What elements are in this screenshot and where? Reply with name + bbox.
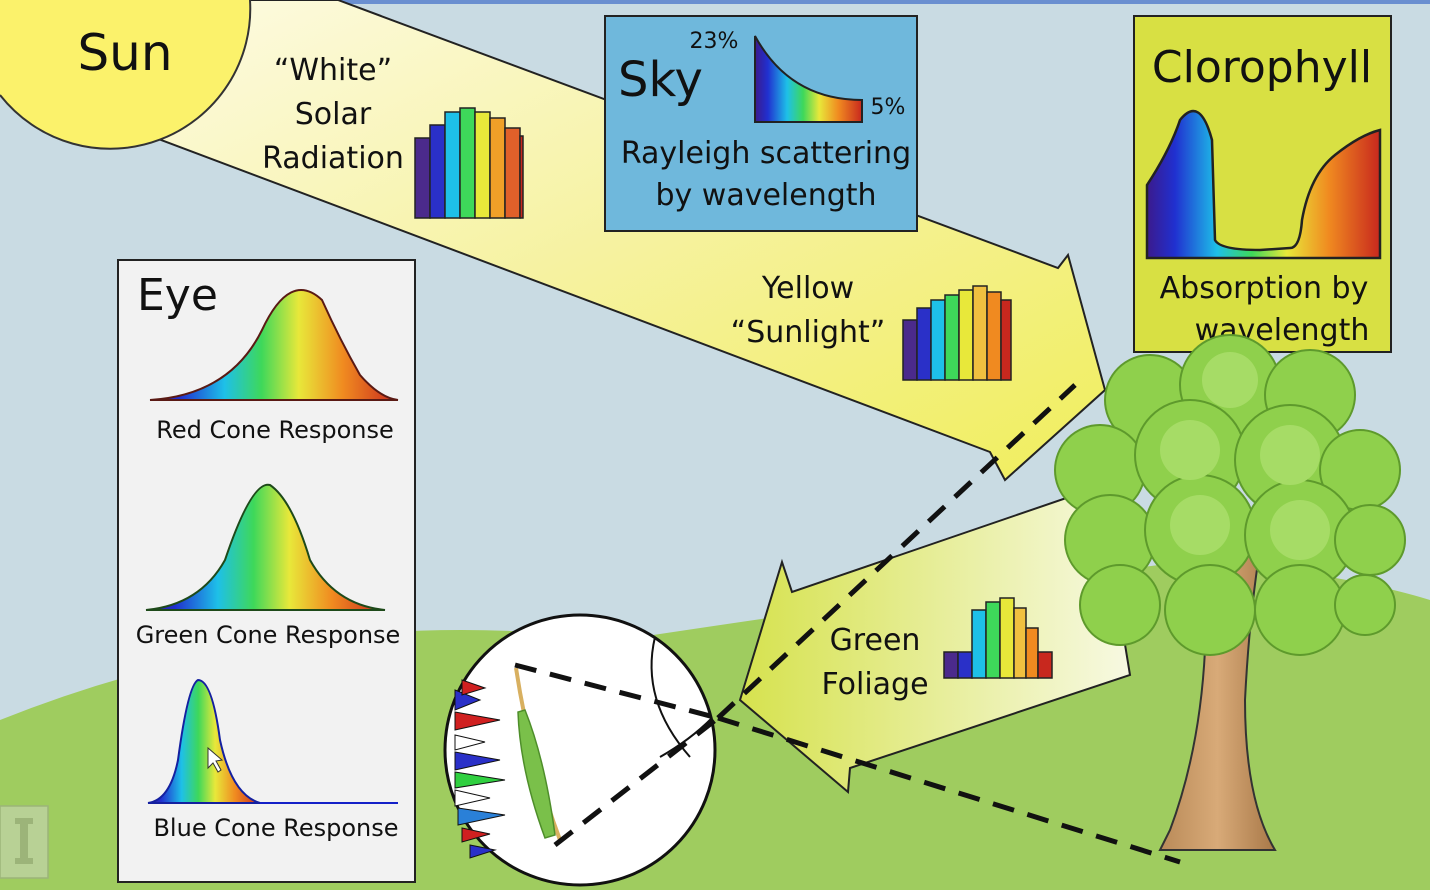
spectrum-bar xyxy=(489,117,506,219)
sunlight-line2: “Sunlight” xyxy=(731,315,886,350)
spectrum-bar xyxy=(429,124,446,219)
retina-cones xyxy=(454,679,506,859)
sun-disc xyxy=(0,0,251,149)
white-light-line2: Solar xyxy=(295,97,372,132)
spectrum-bar xyxy=(902,319,918,381)
white-light-line1: “White” xyxy=(274,53,392,88)
eye-panel-title: Eye xyxy=(137,270,218,321)
sky-caption-line1: Rayleigh scattering xyxy=(621,136,911,171)
spectrum-bar xyxy=(444,111,461,219)
spectrum-bar xyxy=(985,601,1001,679)
sky-caption-line2: by wavelength xyxy=(655,178,876,213)
spectrum-bar xyxy=(1013,607,1027,679)
spectrum-bar xyxy=(944,294,960,381)
spectrum-bar xyxy=(1037,651,1053,679)
sky-pct-low: 5% xyxy=(871,95,906,120)
watermark-logo-icon xyxy=(0,805,49,879)
foliage-line1: Green xyxy=(830,623,921,658)
eye-panel: Eye Red Cone Response Green Cone Respons… xyxy=(117,259,416,883)
spectrum-bar xyxy=(519,135,524,219)
spectrum-bar xyxy=(504,127,521,219)
blue-cone-curve xyxy=(147,678,261,804)
spectrum-bar xyxy=(972,285,988,381)
eyeball xyxy=(443,613,717,887)
sunlight-line1: Yellow xyxy=(761,271,854,306)
spectrum-bar xyxy=(414,137,431,219)
red-cone-curve xyxy=(149,289,399,401)
sky-box: Sky 23% 5% Rayleigh scattering by wavele… xyxy=(604,15,918,232)
spectrum-bar xyxy=(958,289,974,381)
blue-cone-label: Blue Cone Response xyxy=(153,814,398,842)
spectrum-bar xyxy=(916,307,932,381)
spectrum-bar xyxy=(957,651,973,679)
spectrum-bar xyxy=(999,597,1015,679)
spectrum-bar xyxy=(459,107,476,219)
white-spectrum-bars xyxy=(414,107,524,219)
foliage-spectrum-bars xyxy=(943,597,1053,679)
foliage-line2: Foliage xyxy=(821,667,928,702)
green-cone-label: Green Cone Response xyxy=(136,621,401,649)
spectrum-bar xyxy=(943,651,959,679)
top-border xyxy=(0,0,1430,4)
sun-label: Sun xyxy=(77,24,172,82)
white-light-line3: Radiation xyxy=(262,141,404,176)
sky-title: Sky xyxy=(618,52,703,108)
sky-pct-high: 23% xyxy=(690,29,739,54)
sunlight-spectrum-bars xyxy=(902,285,1012,381)
spectrum-bar xyxy=(986,291,1002,381)
sight-line xyxy=(717,715,1181,865)
rayleigh-curve xyxy=(754,35,863,123)
sun-outline xyxy=(0,0,252,150)
retina-image-foliage xyxy=(517,709,556,839)
spectrum-bar xyxy=(1000,299,1012,381)
eyeball-diagram xyxy=(443,613,717,887)
spectrum-bar xyxy=(971,609,987,679)
mouse-cursor-icon xyxy=(207,746,224,773)
sunlight-beam-arrow xyxy=(138,0,1107,482)
spectrum-bar xyxy=(474,111,491,219)
tree xyxy=(1054,334,1406,851)
chlorophyll-box: Clorophyll Absorption by wavelength xyxy=(1133,15,1392,353)
sight-line xyxy=(716,383,1077,720)
sight-lines xyxy=(514,383,1181,865)
cornea-line xyxy=(659,717,713,758)
spectrum-bar xyxy=(1025,627,1039,679)
green-cone-curve xyxy=(145,483,386,611)
spectrum-bar xyxy=(930,299,946,381)
red-cone-label: Red Cone Response xyxy=(156,416,394,444)
chlorophyll-title: Clorophyll xyxy=(1152,42,1372,93)
chlorophyll-caption-line1: Absorption by xyxy=(1160,271,1369,306)
absorption-curve xyxy=(1145,109,1382,260)
